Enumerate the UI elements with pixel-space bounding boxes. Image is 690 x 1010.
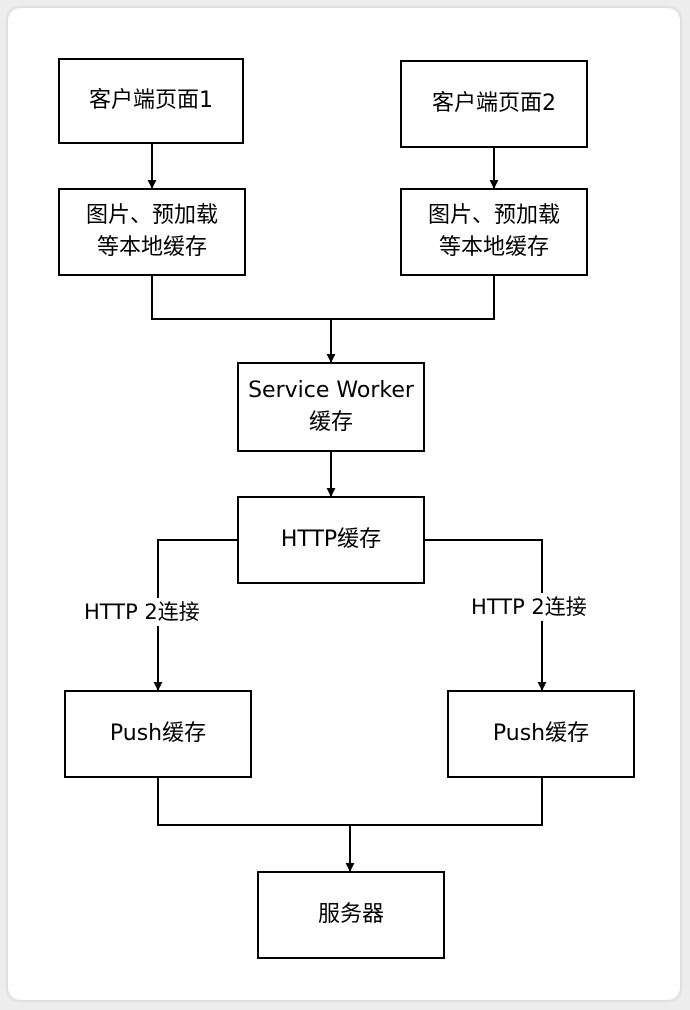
local-cache-1-box: 图片、预加载 等本地缓存 xyxy=(58,188,246,276)
push-cache-1-box: Push缓存 xyxy=(64,690,252,778)
line-push1-to-merge xyxy=(157,778,350,826)
local-cache-2-label: 图片、预加载 等本地缓存 xyxy=(427,203,560,260)
client-page-2-label: 客户端页面2 xyxy=(432,91,556,116)
http2-connection-right-label: HTTP 2连接 xyxy=(469,593,589,621)
line-push2-to-merge xyxy=(350,778,543,826)
push-cache-2-label: Push缓存 xyxy=(492,721,590,746)
arrow-httpcache-to-push2 xyxy=(424,539,547,691)
server-box: 服务器 xyxy=(257,871,445,959)
http-cache-box: HTTP缓存 xyxy=(237,496,425,584)
push-cache-2-box: Push缓存 xyxy=(447,690,635,778)
local-cache-1-label: 图片、预加载 等本地缓存 xyxy=(85,203,218,260)
line-localcache2-to-merge xyxy=(331,276,495,320)
line-localcache1-to-merge xyxy=(151,276,331,320)
push-cache-1-label: Push缓存 xyxy=(109,721,207,746)
local-cache-2-box: 图片、预加载 等本地缓存 xyxy=(400,188,588,276)
http2-connection-left-label: HTTP 2连接 xyxy=(82,598,202,626)
service-worker-box: Service Worker 缓存 xyxy=(237,362,425,452)
service-worker-label: Service Worker 缓存 xyxy=(248,378,414,435)
client-page-1-box: 客户端页面1 xyxy=(58,58,244,144)
client-page-2-box: 客户端页面2 xyxy=(400,60,588,148)
http-cache-label: HTTP缓存 xyxy=(280,527,382,552)
arrow-httpcache-to-push1 xyxy=(153,539,238,691)
client-page-1-label: 客户端页面1 xyxy=(89,88,213,113)
server-label: 服务器 xyxy=(317,902,384,927)
